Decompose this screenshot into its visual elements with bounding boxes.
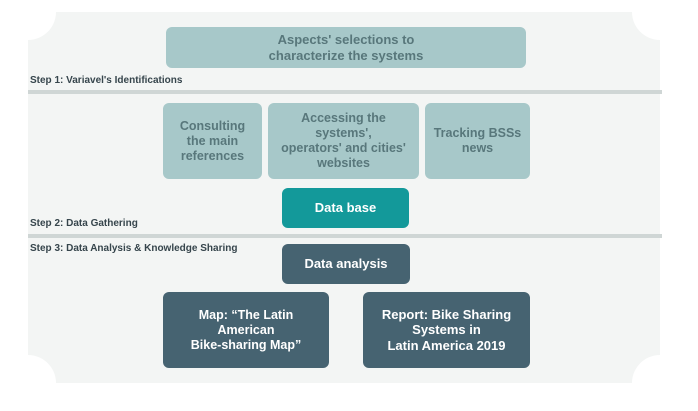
step2-label: Step 2: Data Gathering bbox=[30, 218, 138, 229]
step2-separator bbox=[28, 234, 662, 238]
report-output-box: Report: Bike Sharing Systems in Latin Am… bbox=[363, 292, 530, 368]
source-box-news: Tracking BSSs news bbox=[425, 103, 530, 179]
panel-corner-notch-bottom-left bbox=[0, 355, 56, 411]
step3-label: Step 3: Data Analysis & Knowledge Sharin… bbox=[30, 243, 238, 254]
step1-separator bbox=[28, 90, 662, 94]
panel-corner-notch-bottom-right bbox=[632, 355, 688, 411]
step1-label: Step 1: Variavel's Identifications bbox=[30, 75, 183, 86]
database-box: Data base bbox=[282, 188, 409, 228]
source-box-websites: Accessing the systems', operators' and c… bbox=[268, 103, 419, 179]
data-analysis-box: Data analysis bbox=[282, 244, 410, 284]
source-box-references: Consulting the main references bbox=[163, 103, 262, 179]
map-output-box: Map: “The Latin American Bike-sharing Ma… bbox=[163, 292, 329, 368]
aspects-selection-box: Aspects' selections to characterize the … bbox=[166, 27, 526, 68]
